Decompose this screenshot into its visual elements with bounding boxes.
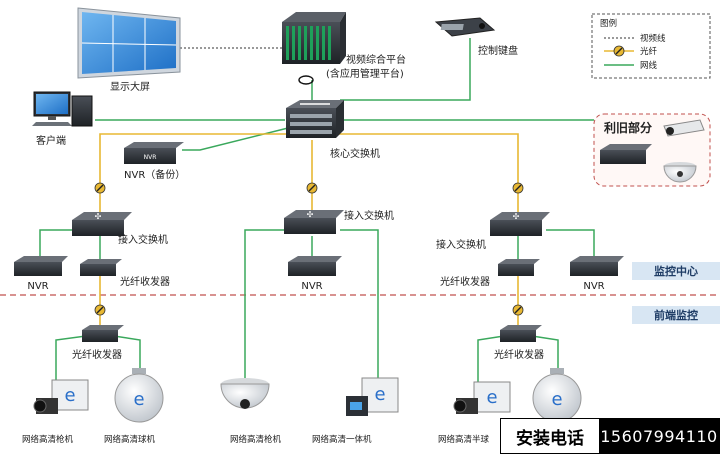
svg-text:e: e [486,387,497,408]
label-camera-bullet-mid: 网络高清枪机 [230,434,282,445]
zone-label-front-end: 前端监控 [654,308,698,322]
nvr-backup-icon: NVR [124,142,184,164]
label-display-wall: 显示大屏 [110,80,150,93]
label-transceiver-front-left: 光纤收发器 [72,348,122,361]
svg-text:e: e [133,389,144,410]
label-camera-dome-left: 网络高清球机 [104,434,156,445]
net-core-nvr-backup [182,127,289,151]
net-right-nvr [546,229,595,260]
legend-label-network: 网线 [640,60,658,71]
box-camera-mid-icon: e [346,377,399,416]
svg-text:e: e [551,389,562,410]
dome-camera-icon [663,162,697,183]
legend-label-fiber: 光纤 [640,46,658,57]
net-left-nvr [39,229,80,258]
half-dome-camera-right-icon: e [453,381,511,414]
install-phone-label: 安装电话 [501,419,599,453]
net-front-right-half [477,335,505,392]
fiber-icon [306,182,318,194]
net-mid-box [340,229,379,380]
link-ring [298,75,314,85]
fiber-icon [512,304,524,316]
label-access-switch-left: 接入交换机 [118,233,168,246]
transceiver-right-icon [498,259,540,276]
label-control-keyboard: 控制键盘 [478,44,518,57]
bullet-camera-mid-icon [220,378,270,409]
label-video-platform-2: (含应用管理平台) [326,67,404,80]
label-transceiver-left: 光纤收发器 [120,275,170,288]
legend-title: 图例 [600,18,617,29]
nvr-tag: NVR [144,154,157,161]
label-camera-half-right: 网络高清半球 [438,434,490,445]
svg-text:✣: ✣ [307,210,314,219]
core-switch-icon [286,100,344,138]
label-access-switch-right: 接入交换机 [436,238,486,251]
label-reuse-section: 利旧部分 [604,120,652,135]
net-keyboard-core [340,38,471,101]
svg-text:e: e [374,384,385,405]
label-client: 客户端 [36,134,66,147]
label-transceiver-front-right: 光纤收发器 [494,348,544,361]
fiber-core-right [330,133,519,212]
svg-text:✣: ✣ [513,212,520,221]
label-nvr-backup: NVR（备份） [124,168,185,181]
fiber-icon [94,304,106,316]
transceiver-front-right-icon [500,325,542,342]
net-mid-bullet [244,229,284,378]
access-switch-left-icon: ✣ [72,212,132,236]
nvr-icon [600,144,652,164]
zone-band-front-end [632,306,720,324]
dome-camera-left-icon: e [114,368,164,423]
install-phone-banner: 安装电话 15607994110 [500,418,720,454]
fiber-icon [512,182,524,194]
access-switch-right-icon: ✣ [490,212,550,236]
zone-band-monitor-center [632,262,720,280]
label-access-switch-mid: 接入交换机 [344,209,394,222]
control-keyboard-icon [434,17,496,37]
label-core-switch: 核心交换机 [330,147,380,160]
nvr-left-icon [14,256,68,276]
fiber-icon [94,182,106,194]
net-front-right-dome [531,335,559,372]
transceiver-left-icon [80,259,122,276]
nvr-right-icon [570,256,624,276]
net-front-left-bullet [55,335,87,395]
label-video-platform-1: 视频综合平台 [346,53,406,66]
svg-text:e: e [64,385,75,406]
client-pc-icon [32,91,93,127]
access-switch-mid-icon: ✣ [284,210,344,234]
label-nvr-right: NVR [583,281,604,292]
nvr-mid-icon [288,256,342,276]
label-nvr-left: NVR [27,281,48,292]
transceiver-front-left-icon [82,325,124,342]
label-nvr-mid: NVR [301,281,322,292]
display-wall-icon [77,7,181,79]
legend: 图例 视频线 光纤 网线 [591,13,711,79]
video-platform-icon [282,12,346,64]
install-phone-number[interactable]: 15607994110 [599,419,719,453]
bullet-camera-left-icon: e [33,379,89,414]
zone-label-monitor-center: 监控中心 [654,264,698,278]
dome-camera-right-icon: e [532,368,582,423]
label-camera-box-mid: 网络高清一体机 [312,434,372,445]
svg-text:✣: ✣ [95,212,102,221]
net-front-left-dome [113,335,141,372]
bullet-camera-icon [663,119,705,137]
fiber-icon [613,45,625,57]
label-transceiver-right: 光纤收发器 [440,275,490,288]
label-camera-bullet-left: 网络高清枪机 [22,434,74,445]
legend-label-video: 视频线 [640,33,666,44]
